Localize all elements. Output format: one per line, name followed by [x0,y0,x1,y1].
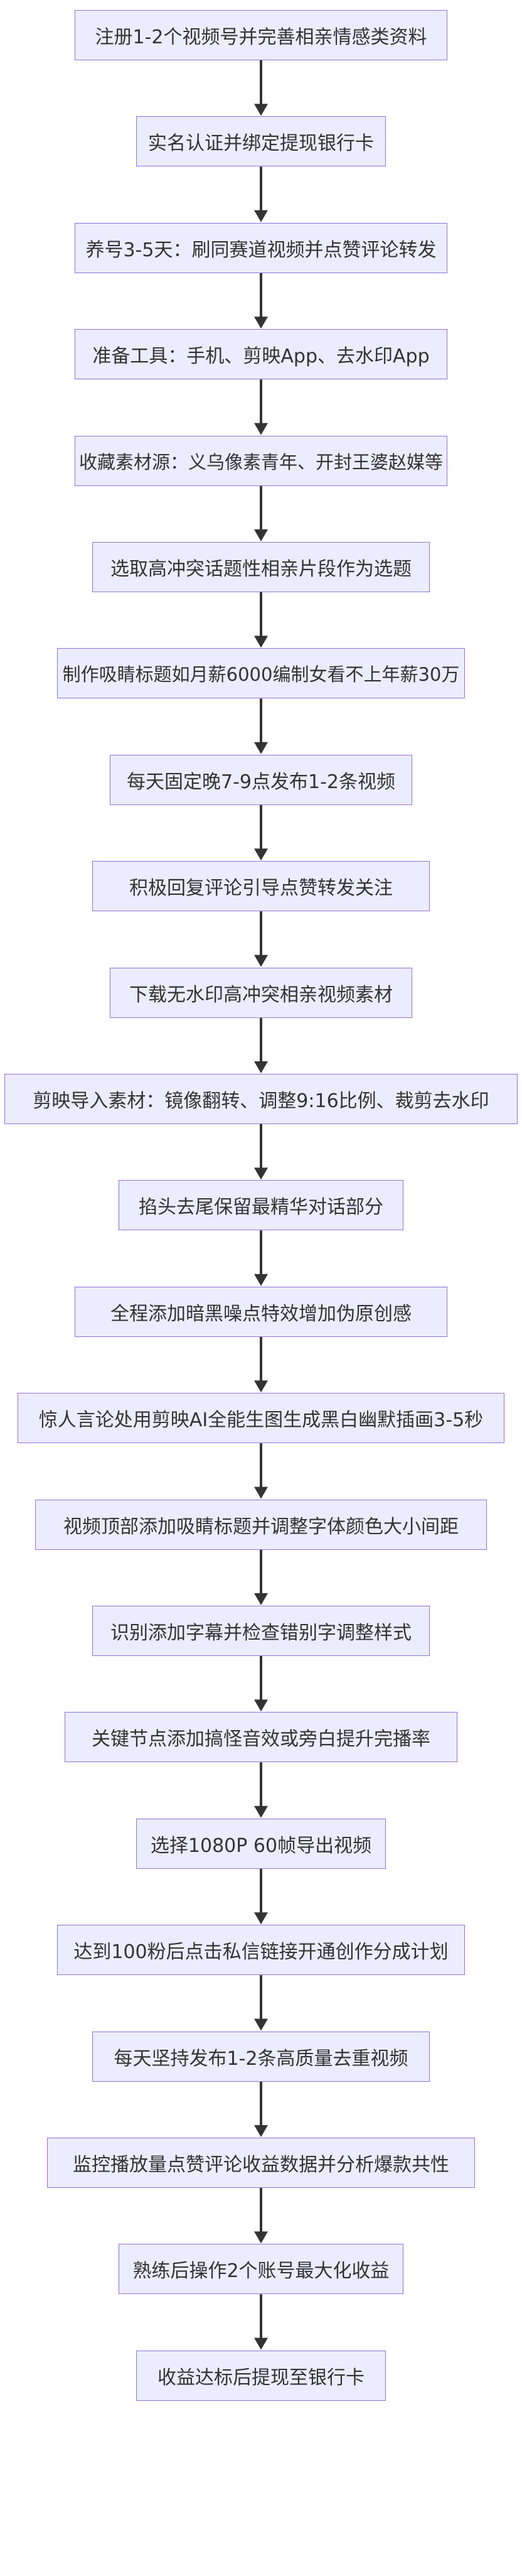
flow-step-3: 养号3-5天：刷同赛道视频并点赞评论转发 [75,222,447,273]
flow-step-12: 掐头去尾保留最精华对话部分 [119,1180,403,1231]
flow-step-18: 选择1080P 60帧导出视频 [136,1818,386,1869]
flow-arrowhead-7 [254,742,268,754]
flow-arrowhead-18 [254,1912,268,1925]
flow-step-16: 识别添加字幕并检查错别字调整样式 [92,1606,430,1656]
flow-arrowhead-16 [254,1699,268,1712]
flow-arrowhead-17 [254,1805,268,1818]
flow-arrowhead-4 [254,423,268,435]
flow-arrowhead-15 [254,1593,268,1605]
flow-arrowhead-10 [254,1061,268,1073]
flow-arrowhead-22 [254,2337,268,2350]
flow-step-9: 积极回复评论引导点赞转发关注 [92,861,430,912]
flow-step-14: 惊人言论处用剪映AI全能生图生成黑白幽默插画3-5秒 [18,1393,504,1444]
flow-arrowhead-3 [254,317,268,329]
flow-step-21: 监控播放量点赞评论收益数据并分析爆款共性 [47,2138,475,2188]
flow-step-2: 实名认证并绑定提现银行卡 [136,116,386,167]
flow-step-7: 制作吸睛标题如月薪6000编制女看不上年薪30万 [57,648,465,699]
flow-step-20: 每天坚持发布1-2条高质量去重视频 [92,2031,430,2082]
flow-step-23: 收益达标后提现至银行卡 [136,2350,386,2401]
flow-step-5: 收藏素材源：义乌像素青年、开封王婆赵媒等 [75,435,447,486]
flow-arrowhead-6 [254,636,268,648]
flow-step-11: 剪映导入素材：镜像翻转、调整9:16比例、裁剪去水印 [4,1074,518,1124]
flow-arrowhead-13 [254,1380,268,1393]
flow-arrowhead-5 [254,529,268,541]
flow-arrowhead-19 [254,2018,268,2031]
flow-step-19: 达到100粉后点击私信链接开通创作分成计划 [57,1925,465,1976]
flow-arrowhead-11 [254,1167,268,1180]
flow-arrowhead-1 [254,104,268,116]
flow-step-10: 下载无水印高冲突相亲视频素材 [110,967,412,1018]
flow-step-13: 全程添加暗黑噪点特效增加伪原创感 [75,1286,447,1337]
flow-step-4: 准备工具：手机、剪映App、去水印App [75,329,447,380]
flow-step-6: 选取高冲突话题性相亲片段作为选题 [92,542,430,592]
flow-arrowhead-21 [254,2231,268,2244]
flow-arrowhead-14 [254,1486,268,1499]
flow-arrowhead-8 [254,848,268,861]
flow-step-1: 注册1-2个视频号并完善相亲情感类资料 [75,10,447,60]
flow-step-15: 视频顶部添加吸睛标题并调整字体颜色大小间距 [35,1499,487,1550]
flow-arrowhead-9 [254,955,268,967]
flow-step-17: 关键节点添加搞怪音效或旁白提升完播率 [65,1712,457,1763]
flow-arrowhead-2 [254,210,268,222]
flow-step-22: 熟练后操作2个账号最大化收益 [119,2244,403,2295]
flow-arrowhead-12 [254,1274,268,1286]
flow-step-8: 每天固定晚7-9点发布1-2条视频 [110,754,412,805]
flow-arrowhead-20 [254,2125,268,2137]
